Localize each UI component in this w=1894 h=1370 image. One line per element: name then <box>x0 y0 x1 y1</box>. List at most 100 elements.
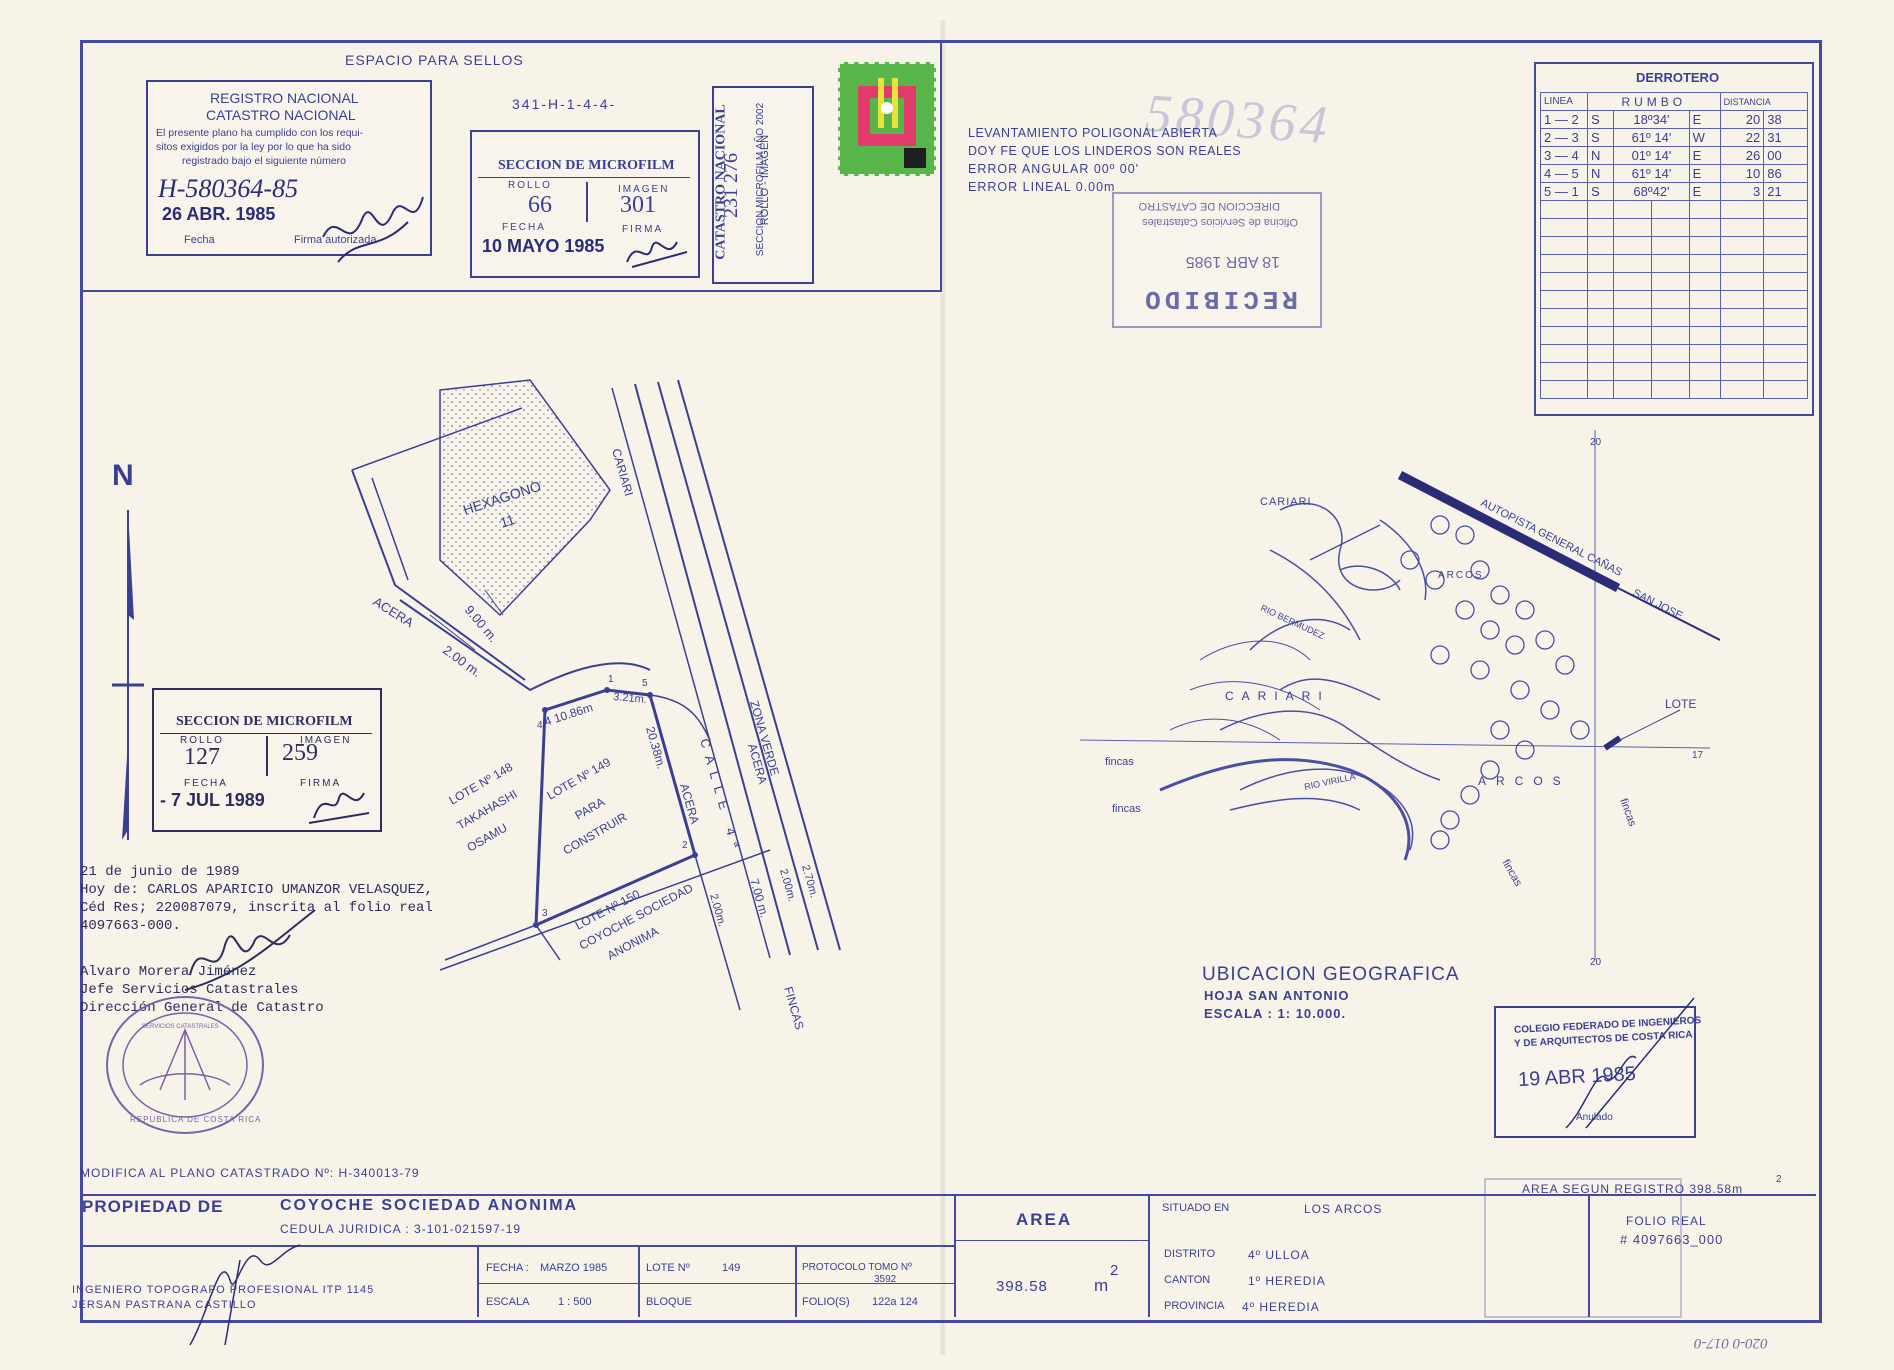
dimension-200a: 2.00 m. <box>440 642 484 680</box>
derrotero-cm: 31 <box>1763 128 1808 147</box>
derrotero-angle: 61º 14' <box>1613 164 1690 183</box>
lot-plan-drawing: N HEXAGONO 11 CARIARI ACERA 9.00 m. 2.00… <box>112 379 841 1031</box>
san-jose-label: SAN JOSE <box>1631 587 1685 622</box>
west-boundary-inner <box>351 407 523 581</box>
vertex-1: 1 <box>608 674 614 685</box>
vertex-marker <box>647 692 653 698</box>
calle-label: CALLE 4ª <box>697 737 745 857</box>
derrotero-m: 10 <box>1719 164 1765 183</box>
derrotero-col-linea: LINEA <box>1540 92 1588 111</box>
road-line-3 <box>634 383 791 956</box>
recibido-word: RECIBIDO <box>1141 284 1298 314</box>
folio-label: FOLIO(S) <box>802 1296 850 1308</box>
ingeniero-line-1: INGENIERO TOPOGRAFO PROFESIONAL ITP 1145 <box>72 1284 375 1296</box>
canton-value: 1º HEREDIA <box>1248 1274 1326 1288</box>
footer-hline-area <box>954 1240 1148 1241</box>
registro-fecha-label: Fecha <box>184 234 215 246</box>
area-registro-sup: 2 <box>1776 1174 1782 1185</box>
derrotero-cm: 38 <box>1763 110 1808 129</box>
dimension-tick-1 <box>429 589 504 651</box>
microfilm-2-rollo-label: ROLLO <box>180 735 224 746</box>
revenue-stamp-graphic <box>858 78 926 168</box>
cert-role: Jefe Servicios Catastrales <box>80 982 299 998</box>
lote-149-label: LOTE Nº 149 <box>545 755 614 803</box>
lote-map-label: LOTE <box>1665 697 1696 711</box>
revenue-stamp <box>838 62 936 176</box>
hexagono-lot <box>439 379 611 617</box>
derrotero-cm: 00 <box>1763 146 1808 165</box>
outer-frame <box>80 40 1822 1323</box>
derrotero-m: 22 <box>1719 128 1765 147</box>
situado-label: SITUADO EN <box>1162 1202 1230 1214</box>
catastro-stamp-line2: 231 276 <box>720 153 742 218</box>
table-row-empty <box>1540 236 1808 255</box>
microfilm-1-rollo-label: ROLLO <box>508 180 552 191</box>
north-arrow-tail <box>122 740 128 840</box>
lot-150-line <box>535 854 741 1011</box>
costa-rica-seal: SERVICIOS CATASTRALES REPUBLICA DE COSTA… <box>106 996 264 1134</box>
footer-vline-6 <box>795 1245 797 1317</box>
canton-label: CANTON <box>1164 1274 1211 1286</box>
footer-vline-2 <box>1148 1194 1150 1317</box>
microfilm-2-title: SECCION DE MICROFILM <box>176 714 353 729</box>
registro-text-3: registrado bajo el siguiente número <box>182 155 347 167</box>
table-row-empty <box>1540 326 1808 345</box>
levantamiento-line-1: LEVANTAMIENTO POLIGONAL ABIERTA <box>968 126 1218 140</box>
derrotero-dir1: S <box>1586 110 1615 129</box>
lower-boundary <box>439 849 771 971</box>
rio-bermudez-label: RIO BERMUDEZ <box>1259 603 1326 641</box>
cert-signature <box>184 909 316 991</box>
lote-marker <box>1603 735 1622 751</box>
cert-line-2: Hoy de: CARLOS APARICIO UMANZOR VELASQUE… <box>80 882 433 898</box>
derrotero-title: DERROTERO <box>1636 70 1720 85</box>
vertex-marker <box>542 707 548 713</box>
derrotero-m: 20 <box>1719 110 1765 129</box>
dimension-200c: 2.00m. <box>777 868 798 904</box>
acera-curve <box>399 599 651 692</box>
autopista-line <box>1397 471 1621 592</box>
area-value: 398.58 <box>996 1278 1048 1295</box>
table-row-empty <box>1540 218 1808 237</box>
registro-firma-label: Firma autorizada <box>294 234 377 246</box>
derrotero-linea: 5 — 1 <box>1540 182 1588 201</box>
construir-label: CONSTRUIR <box>561 810 630 858</box>
microfilm-1-signature <box>626 241 688 268</box>
microfilm-stamp-1: SECCION DE MICROFILM ROLLO IMAGEN 66 301… <box>470 130 700 278</box>
ingeniero-signature <box>189 1244 301 1346</box>
escala-value: 1 : 500 <box>558 1296 592 1308</box>
vertex-marker <box>604 687 610 693</box>
bottom-code: 020-0 017-0 <box>1694 1335 1768 1351</box>
seal-top-text: SERVICIOS CATASTRALES <box>142 1024 219 1030</box>
arcos-label: ARCOS <box>1478 774 1571 788</box>
registro-title-1: REGISTRO NACIONAL <box>210 90 359 106</box>
cert-line-1: 21 de junio de 1989 <box>80 864 240 880</box>
levantamiento-line-4: ERROR LINEAL 0.00m <box>968 180 1116 194</box>
registro-text-1: El presente plano ha cumplido con los re… <box>156 127 364 139</box>
microfilm-2-divider <box>160 733 372 734</box>
area-superscript: 2 <box>1110 1262 1119 1279</box>
derrotero-dir1: N <box>1586 146 1615 165</box>
derrotero-dir1: S <box>1586 182 1615 201</box>
vertex-5: 5 <box>642 678 648 689</box>
colegio-federado-stamp: COLEGIO FEDERADO DE INGENIEROS Y DE ARQU… <box>1494 997 1701 1138</box>
derrotero-angle: 61º 14' <box>1613 128 1690 147</box>
arcos-small-label: ARCOS <box>1438 570 1484 581</box>
provincia-label: PROVINCIA <box>1164 1300 1225 1312</box>
cert-name: Alvaro Morera Jiménez <box>80 964 257 980</box>
derrotero-m: 3 <box>1719 182 1765 201</box>
provincia-value: 4º HEREDIA <box>1242 1300 1320 1314</box>
derrotero-dir1: S <box>1586 128 1615 147</box>
fincas-label-4: fincas <box>1499 858 1524 889</box>
ubicacion-title: UBICACION GEOGRAFICA <box>1202 964 1460 985</box>
cariari-top-label: CARIARI <box>1260 496 1312 508</box>
microfilm-2-imagen-label: IMAGEN <box>300 735 352 746</box>
cariari-street-label: CARIARI <box>609 447 636 498</box>
microfilm-2-fecha: - 7 JUL 1989 <box>160 790 265 810</box>
dimension-700: 7.00 m. <box>747 877 771 919</box>
derrotero-dir2: W <box>1688 128 1721 147</box>
